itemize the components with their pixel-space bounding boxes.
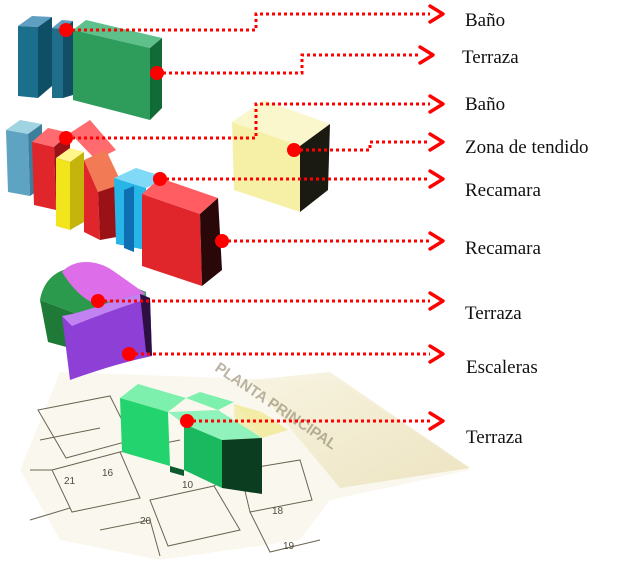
callout-escaleras [122,344,445,364]
marker-dot [215,234,229,248]
marker-dot [153,172,167,186]
label-terraza-top: Terraza [462,47,519,68]
callout-terraza-bottom [180,411,445,431]
plan-room-20: 20 [140,516,152,527]
label-escaleras: Escaleras [466,357,538,378]
marker-dot [122,347,136,361]
label-terraza-mid: Terraza [465,303,522,324]
callout-recamara-2 [215,231,445,251]
plan-room-21: 21 [64,476,76,487]
block-zona-de-tendido [232,100,330,212]
callout-recamara-1 [153,169,445,189]
marker-dot [150,66,164,80]
label-terraza-bottom: Terraza [466,427,523,448]
block-bano-terraza-top [18,16,162,120]
marker-dot [59,23,73,37]
label-zona-tendido: Zona de tendido [465,137,588,158]
marker-dot [59,131,73,145]
label-recamara-1: Recamara [465,180,542,201]
callout-zona-tendido [287,132,445,157]
callout-terraza-mid [91,291,445,311]
marker-dot [91,294,105,308]
marker-dot [287,143,301,157]
block-terraza-escaleras [40,261,152,380]
callout-bano-mid [59,94,445,145]
plan-room-18: 18 [272,506,284,517]
callout-terraza-top [150,45,435,80]
label-bano-mid: Baño [465,94,505,115]
label-recamara-2: Recamara [465,238,542,259]
label-bano-top: Baño [465,10,505,31]
plan-room-16: 16 [102,468,114,479]
plan-room-19: 19 [283,541,295,552]
labels: Baño Terraza Baño Zona de tendido Recama… [462,10,588,448]
plan-room-10: 10 [182,480,194,491]
callout-bano-top [59,4,445,37]
block-recamaras [6,120,222,286]
marker-dot [180,414,194,428]
